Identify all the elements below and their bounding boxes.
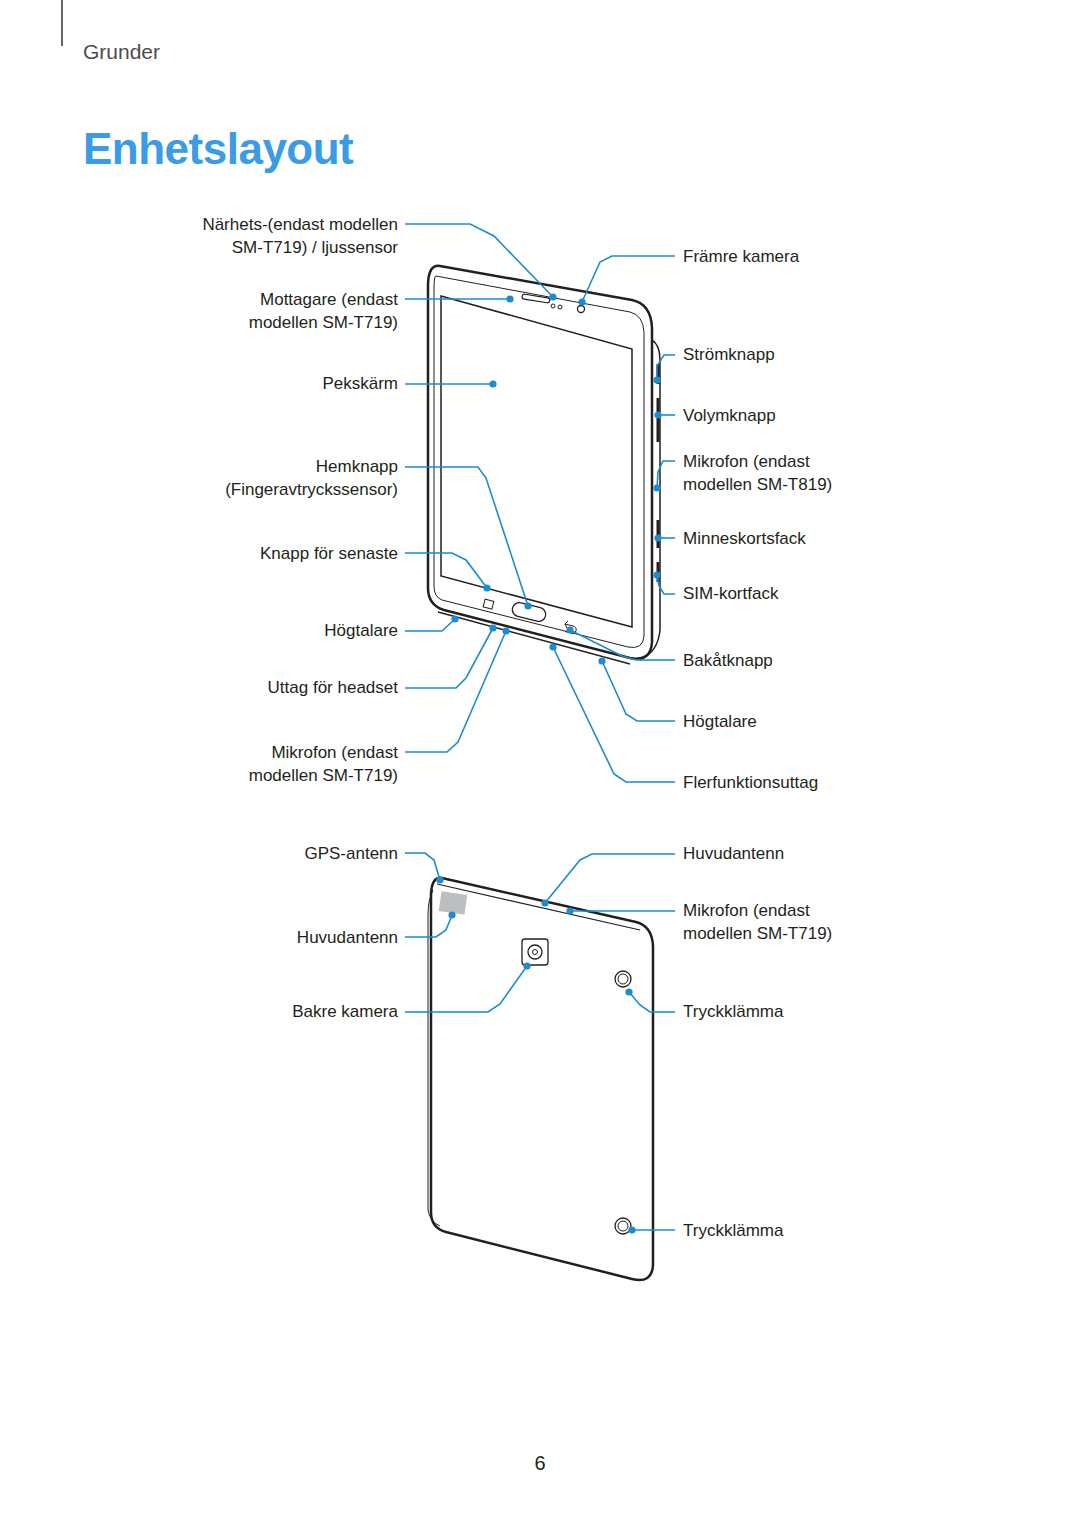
leader-line [405,298,510,300]
header-rule [61,0,63,46]
leader-line [405,966,527,1012]
part-label: Huvudantenn [297,926,398,949]
leader-dot [483,584,490,591]
leader-line [657,355,675,380]
leader-dot [598,657,605,664]
leader-line [657,461,675,488]
part-label: Flerfunktionsuttag [683,771,818,794]
part-label: Främre kamera [683,245,799,268]
part-label: Knapp för senaste [260,542,398,565]
back-view [428,878,653,1280]
leader-dot [549,293,556,300]
leader-lines [405,224,675,1234]
leader-dot [654,411,661,418]
leader-dot [625,988,632,995]
leader-dot [489,380,496,387]
leader-dot [502,627,509,634]
part-label: Bakre kamera [292,1000,398,1023]
page-number: 6 [534,1452,545,1475]
part-label: Mikrofon (endast modellen SM-T719) [683,899,853,945]
leader-line [602,661,675,721]
leader-line [629,992,675,1012]
part-label: Minneskortsfack [683,527,806,550]
part-label: Pekskärm [322,372,398,395]
part-label: SIM-kortfack [683,582,778,605]
leader-dot [566,626,573,633]
leader-line [405,224,553,297]
leader-dot [653,376,660,383]
leader-line [405,631,506,752]
leader-dot [523,962,530,969]
part-label: Tryckklämma [683,1219,783,1242]
leader-dot [448,911,455,918]
leader-line [657,575,675,594]
part-label: Högtalare [683,710,757,733]
leader-line [405,553,487,588]
part-label: Hemknapp (Fingeravtryckssensor) [198,455,398,501]
part-label: Högtalare [324,619,398,642]
leader-dot [524,602,531,609]
part-label: Uttag för headset [268,676,398,699]
leader-dot [541,899,548,906]
part-label: Mikrofon (endast modellen SM-T819) [683,450,853,496]
leader-dot [436,876,443,883]
leader-line [405,383,493,385]
part-label: Mottagare (endast modellen SM-T719) [233,288,398,334]
leader-line [405,467,528,606]
leader-line [570,910,675,912]
part-label: GPS-antenn [304,842,398,865]
page-title: Enhetslayout [83,124,353,174]
leader-dot [653,484,660,491]
leader-dot [489,624,496,631]
leader-line [632,1229,675,1231]
leader-dot [549,643,556,650]
leader-dot [654,534,661,541]
part-label: Mikrofon (endast modellen SM-T719) [228,741,398,787]
leader-dot [566,907,573,914]
part-label: Bakåtknapp [683,649,773,672]
leader-line [545,854,675,903]
leader-line [553,647,675,782]
part-label: Huvudantenn [683,842,784,865]
leader-dot [578,298,585,305]
part-label: Strömknapp [683,343,775,366]
part-label: Volymknapp [683,404,776,427]
leader-dot [628,1226,635,1233]
section-header: Grunder [83,40,160,63]
leader-line [405,619,455,631]
leader-line [582,256,675,302]
leader-line [570,630,675,660]
part-label: Närhets-(endast modellen SM-T719) / ljus… [183,213,398,259]
part-label: Tryckklämma [683,1000,783,1023]
leader-line [405,853,440,880]
front-view [428,266,660,664]
leader-dot [506,295,513,302]
leader-line [405,915,452,937]
leader-dot [451,615,458,622]
leader-line [405,628,493,688]
leader-dot [653,571,660,578]
